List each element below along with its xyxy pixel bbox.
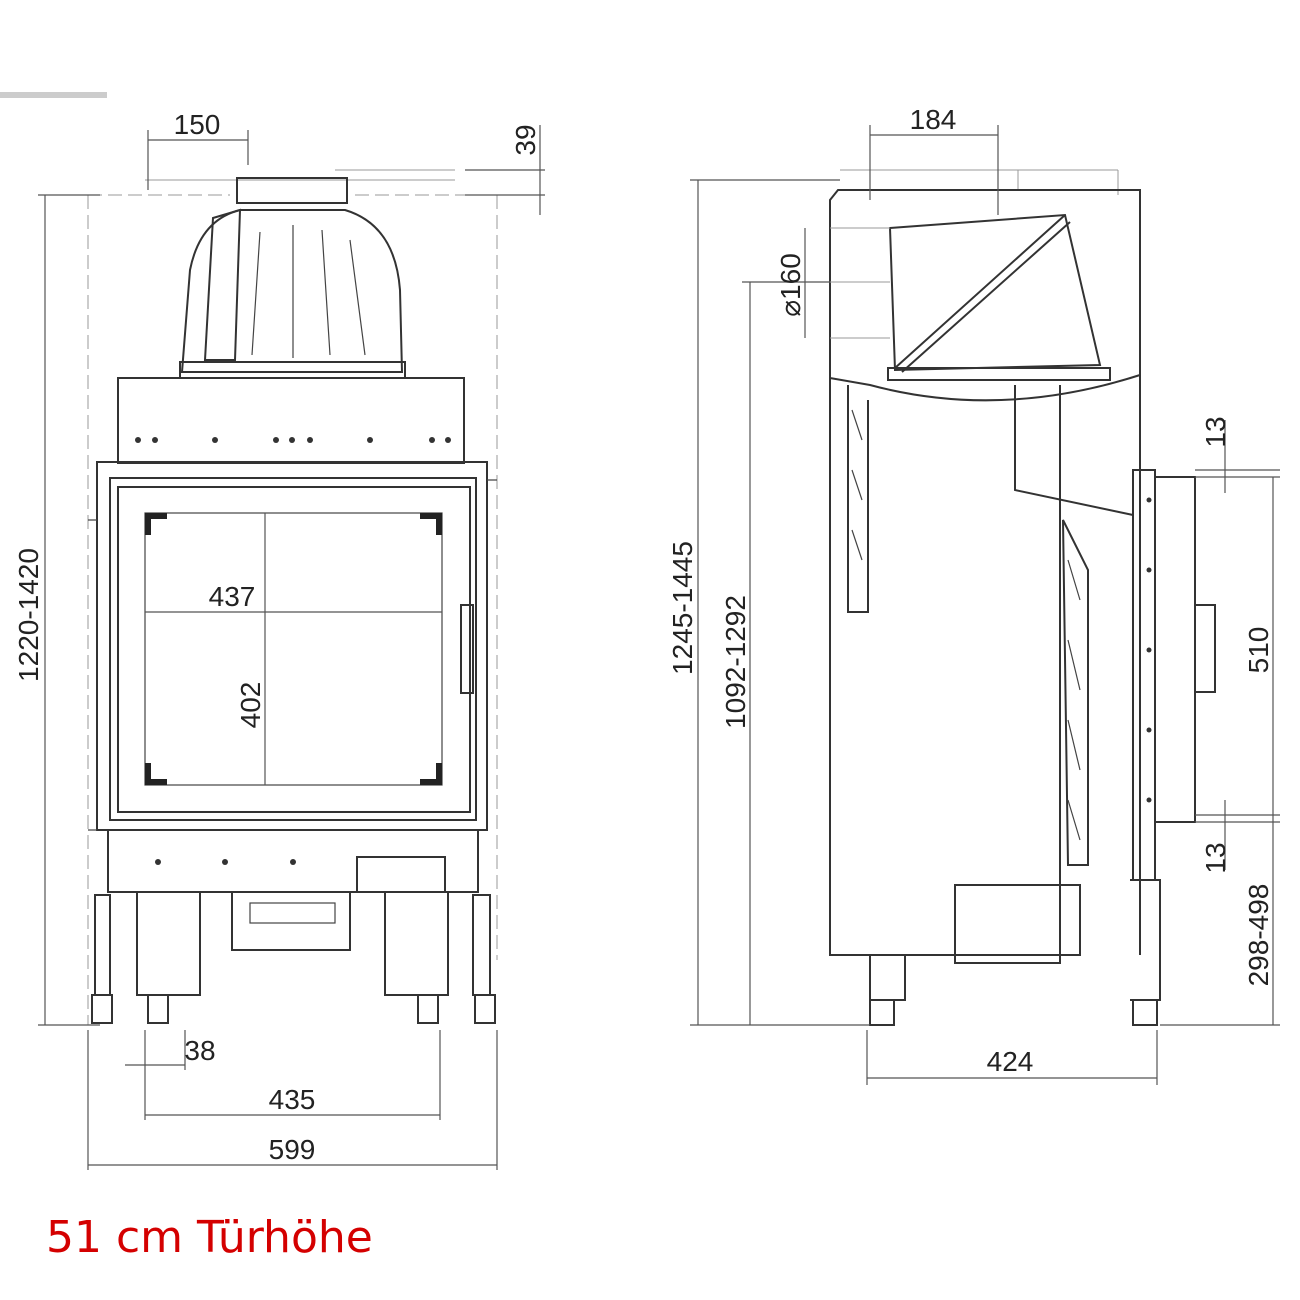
dim-150: 150 (174, 109, 221, 140)
door-handle (460, 604, 474, 694)
dim-1092-1292: 1092-1292 (720, 595, 751, 729)
dim-510: 510 (1243, 627, 1274, 674)
dim-1245-1445: 1245-1445 (667, 541, 698, 675)
dim-424: 424 (987, 1046, 1034, 1077)
dim-13-top: 13 (1200, 416, 1231, 447)
dim-298-498: 298-498 (1243, 884, 1274, 987)
upper-panel (117, 377, 465, 464)
dim-diameter-160: ⌀160 (775, 253, 806, 317)
door-handle-side (1195, 604, 1216, 693)
dim-1220-1420: 1220-1420 (13, 548, 44, 682)
dim-184: 184 (910, 104, 957, 135)
decorative-bar (0, 92, 107, 98)
door-height-caption: 51 cm Türhöhe (46, 1212, 373, 1263)
dim-437: 437 (209, 581, 256, 612)
dim-435: 435 (269, 1084, 316, 1115)
dim-13-bottom: 13 (1200, 842, 1231, 873)
convection-dome (180, 209, 404, 373)
dim-402: 402 (235, 682, 266, 729)
side-view (690, 125, 1280, 1085)
body (829, 378, 1061, 956)
dim-38: 38 (184, 1035, 215, 1066)
dim-599: 599 (269, 1134, 316, 1165)
leveling-feet (91, 994, 496, 1024)
glass-door (117, 486, 471, 813)
door-side (1132, 469, 1156, 881)
dim-39: 39 (510, 124, 541, 155)
front-view (38, 125, 545, 1170)
